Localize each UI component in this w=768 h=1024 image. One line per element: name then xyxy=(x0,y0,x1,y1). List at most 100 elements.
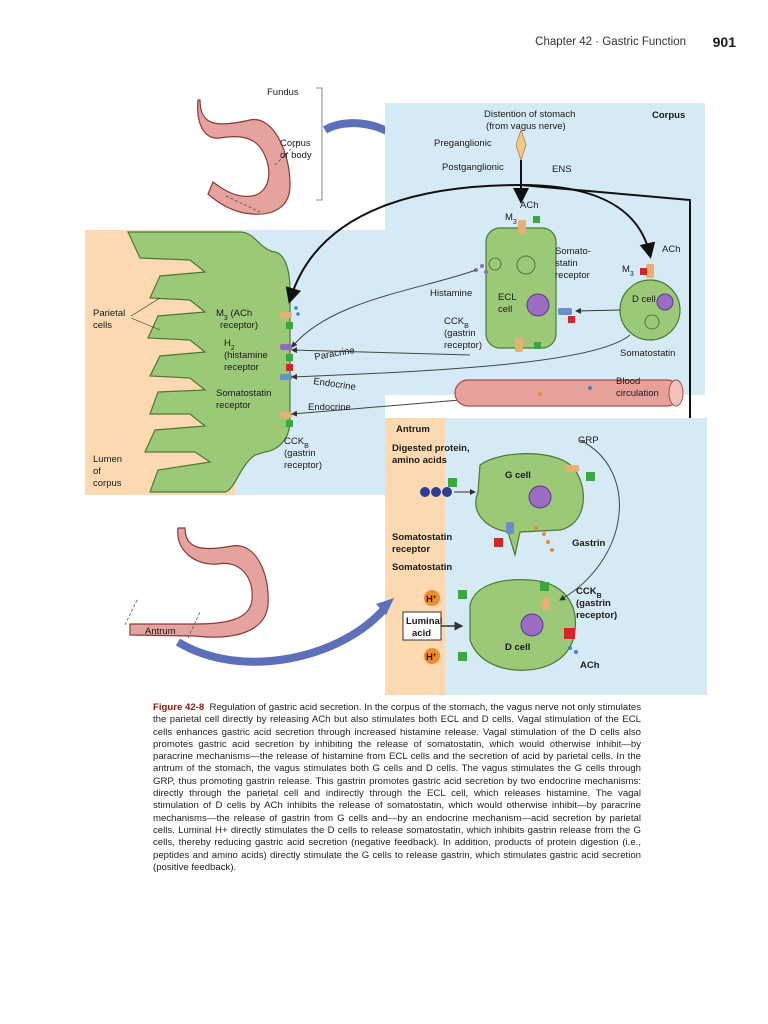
cckb-ecl-label-2: (gastrin xyxy=(444,328,476,339)
h2-receptor xyxy=(280,344,292,350)
somatostatin-receptor-label-2: receptor xyxy=(216,400,251,411)
grp-label: GRP xyxy=(578,435,599,446)
d-cell-corpus xyxy=(619,279,681,341)
plus-sign xyxy=(286,420,293,427)
m3-receptor-label-2: receptor) xyxy=(220,320,258,331)
cckb-parietal-label-1: CCKB xyxy=(284,436,309,450)
plus-sign xyxy=(286,354,293,361)
ach-d-label: ACh xyxy=(662,244,680,255)
parietal-cell xyxy=(127,231,291,493)
ecl-cell-label-1: ECL xyxy=(498,292,516,303)
parietal-cells-label-2: cells xyxy=(93,320,112,331)
m3-receptor-ecl xyxy=(518,220,526,234)
zoom-arrowhead-bottom xyxy=(376,598,394,615)
m3-top-label: M3 xyxy=(505,212,517,226)
ach-top-label: ACh xyxy=(520,200,538,211)
corpus-title: Corpus xyxy=(652,110,685,121)
plus-sign xyxy=(533,216,540,223)
ens-label: ENS xyxy=(552,164,572,175)
digested-protein-label-1: Digested protein, xyxy=(392,443,470,454)
d-cell-bottom-label: D cell xyxy=(505,642,530,653)
blood-label-2: circulation xyxy=(616,388,659,399)
corpus-label-1: Corpus xyxy=(280,138,311,149)
m3-receptor-label-1: M3 (ACh xyxy=(216,308,252,322)
stomach-icon-top: Fundus Corpus or body xyxy=(197,87,323,215)
gastrin-label: Gastrin xyxy=(572,538,605,549)
stomach-icon-bottom: Antrum xyxy=(124,527,269,639)
gastric-acid-regulation-figure: Fundus Corpus or body Corpus Parietal ce… xyxy=(85,87,707,695)
plus-sign xyxy=(448,478,457,487)
minus-sign xyxy=(286,364,293,371)
cckb-parietal-label-2: (gastrin xyxy=(284,448,316,459)
cckb-ecl-label-3: receptor) xyxy=(444,340,482,351)
postganglionic-label: Postganglionic xyxy=(442,162,504,173)
amino-acid xyxy=(420,487,430,497)
plus-sign xyxy=(534,342,541,349)
d-cell-top-label: D cell xyxy=(632,294,656,305)
minus-sign xyxy=(568,316,575,323)
somatostatin-receptor-label-1: Somatostatin xyxy=(216,388,271,399)
cckb-parietal-label-3: receptor) xyxy=(284,460,322,471)
zoom-arrow-bottom xyxy=(175,605,389,666)
m3-d-label: M3 xyxy=(622,264,634,278)
h-plus-top xyxy=(424,590,440,606)
somatostatin-receptor-parietal xyxy=(280,374,292,380)
page-number: 901 xyxy=(712,34,736,50)
h2-label-2: (histamine xyxy=(224,350,268,361)
ecl-nucleus xyxy=(526,293,550,317)
lumen-label-2: of xyxy=(93,466,101,477)
d-cell-antrum-nucleus xyxy=(520,613,544,637)
lumen-label-1: Lumen xyxy=(93,454,122,465)
somatostatin-receptor-g xyxy=(506,522,514,534)
histamine-label: Histamine xyxy=(430,288,472,299)
cckb-receptor-ecl xyxy=(515,338,523,352)
figure-label: Figure 42-8 xyxy=(153,702,205,713)
blood-label-1: Blood xyxy=(616,376,640,387)
fundus-label: Fundus xyxy=(267,87,299,98)
caption-text: Regulation of gastric acid secretion. In… xyxy=(153,702,641,873)
g-cell xyxy=(475,453,584,558)
corpus-label-2: or body xyxy=(280,150,312,161)
ecl-cell-label-2: cell xyxy=(498,304,512,315)
grp-receptor xyxy=(565,465,579,472)
plus-sign xyxy=(458,590,467,599)
m3-receptor-d xyxy=(646,264,654,278)
h-plus-label-top: H+ xyxy=(426,594,437,605)
plus-sign xyxy=(458,652,467,661)
cckb-antrum-label-3: receptor) xyxy=(576,610,617,621)
digested-protein-label-2: amino acids xyxy=(392,455,447,466)
ecl-granule xyxy=(488,257,502,271)
parietal-cells-label-1: Parietal xyxy=(93,308,125,319)
h2-label-1: H2 xyxy=(224,338,235,352)
ecl-granule xyxy=(516,255,536,275)
distention-label-2: (from vagus nerve) xyxy=(486,121,566,132)
endocrine-label-2: Endocrine xyxy=(308,402,351,413)
preganglionic-label: Preganglionic xyxy=(434,138,492,149)
luminal-acid-label-2: acid xyxy=(412,628,431,639)
somatostatin-receptor-ecl xyxy=(558,308,572,315)
luminal-acid-box xyxy=(402,611,442,641)
page-header: Chapter 42 · Gastric Function 901 xyxy=(0,34,768,54)
ach-bottom-label: ACh xyxy=(580,660,600,671)
somatostatin-receptor-label-3: receptor xyxy=(555,270,590,281)
chapter-title: Chapter 42 · Gastric Function xyxy=(535,36,686,48)
plus-sign xyxy=(586,472,595,481)
ecl-cell xyxy=(485,227,557,349)
antrum-title: Antrum xyxy=(396,424,430,435)
m3-receptor-parietal xyxy=(280,312,292,318)
g-cell-label: G cell xyxy=(505,470,531,481)
lumen-label-3: corpus xyxy=(93,478,122,489)
g-cell-nucleus xyxy=(528,485,552,509)
histamine-arrow xyxy=(291,269,477,348)
antrum-stomach-label: Antrum xyxy=(145,626,176,637)
distention-label-1: Distention of stomach xyxy=(484,109,575,120)
cckb-receptor-antrum xyxy=(542,598,550,610)
somatostatin-receptor-antrum-label-1: Somatostatin xyxy=(392,532,452,543)
d-cell-nucleus xyxy=(656,293,674,311)
luminal-acid-label-1: Luminal xyxy=(406,616,442,627)
cckb-ecl-label-1: CCKB xyxy=(444,316,469,330)
somatostatin-top-label: Somatostatin xyxy=(620,348,675,359)
cckb-antrum-label-2: (gastrin xyxy=(576,598,611,609)
h-plus-label-bottom: H+ xyxy=(426,652,437,663)
cckb-receptor-parietal xyxy=(280,412,292,418)
